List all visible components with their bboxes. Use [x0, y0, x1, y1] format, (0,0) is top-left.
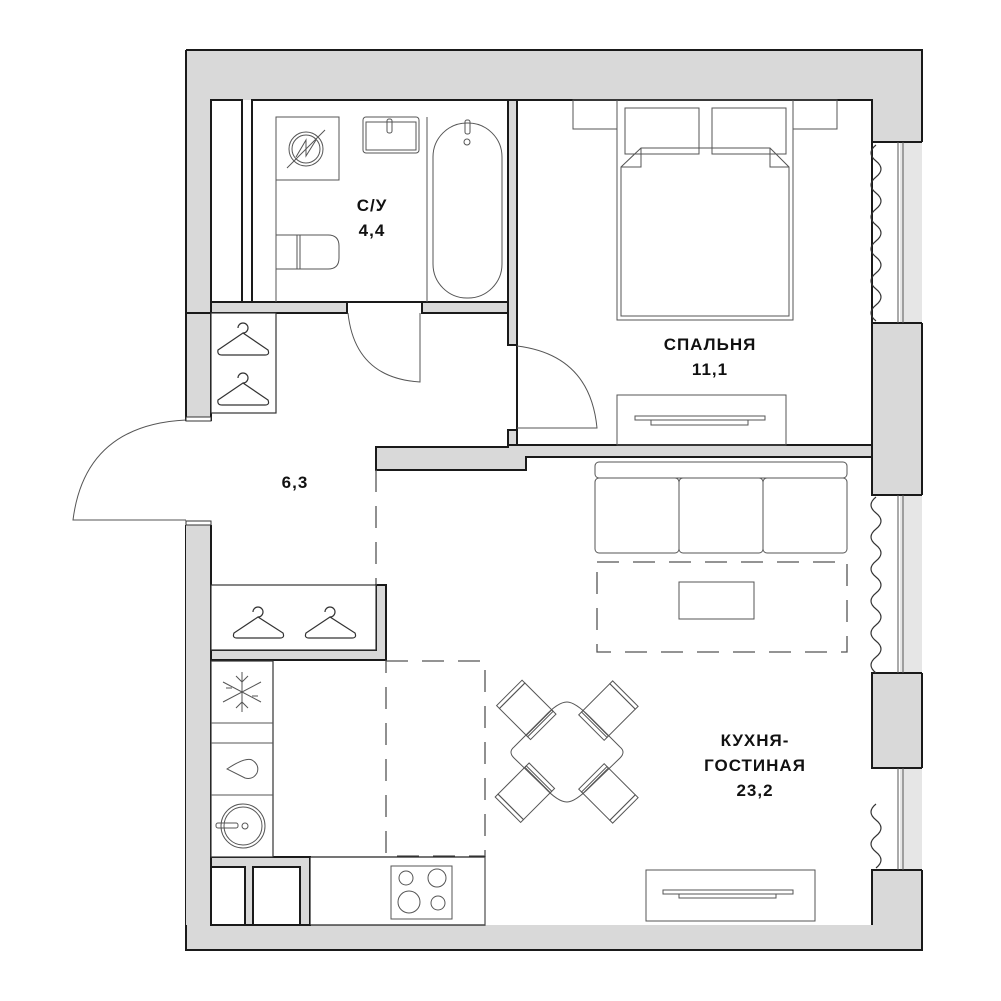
curtain	[870, 803, 882, 869]
room-name-2: ГОСТИНАЯ	[704, 756, 806, 775]
room-name: С/У	[356, 196, 388, 215]
bathroom-fixtures	[275, 116, 503, 302]
dresser	[616, 394, 787, 446]
wardrobe-bottom	[210, 584, 377, 651]
room-label-kitchen-living: КУХНЯ- ГОСТИНАЯ 23,2	[675, 728, 835, 803]
room-area: 4,4	[358, 221, 386, 240]
hanger-icon	[232, 606, 357, 639]
room-label-bedroom: СПАЛЬНЯ 11,1	[630, 332, 790, 382]
outer-walls	[185, 49, 923, 951]
curtain	[870, 144, 882, 322]
curtain	[870, 496, 882, 674]
room-area: 6,3	[281, 473, 309, 492]
dishwasher-drop-icon	[226, 758, 259, 779]
kitchen-fixtures	[210, 470, 816, 926]
sink	[362, 116, 420, 154]
dining-table	[510, 701, 624, 803]
sofa-back	[594, 461, 848, 479]
cooktop	[390, 865, 453, 920]
snowflake-icon	[222, 672, 262, 712]
room-name: СПАЛЬНЯ	[663, 335, 757, 354]
living-fixtures	[594, 461, 882, 869]
room-label-hallway: 6,3	[255, 470, 335, 495]
room-name: КУХНЯ-	[720, 731, 790, 750]
wardrobe-top	[210, 312, 277, 414]
rug	[596, 561, 848, 653]
double-bed	[616, 99, 794, 321]
dining-set	[494, 679, 639, 824]
room-area: 23,2	[736, 781, 774, 800]
room-area: 11,1	[691, 360, 729, 379]
window-frames	[897, 142, 904, 870]
kitchen-sink	[220, 803, 266, 849]
doors	[72, 312, 598, 526]
bathtub	[432, 122, 503, 299]
room-interiors	[210, 99, 873, 446]
tv-stand	[645, 869, 816, 922]
room-label-bathroom: С/У 4,4	[332, 193, 412, 243]
bedroom-fixtures	[572, 99, 882, 446]
toilet	[276, 234, 340, 270]
hanger-icon	[217, 322, 270, 406]
coffee-table	[678, 581, 755, 620]
